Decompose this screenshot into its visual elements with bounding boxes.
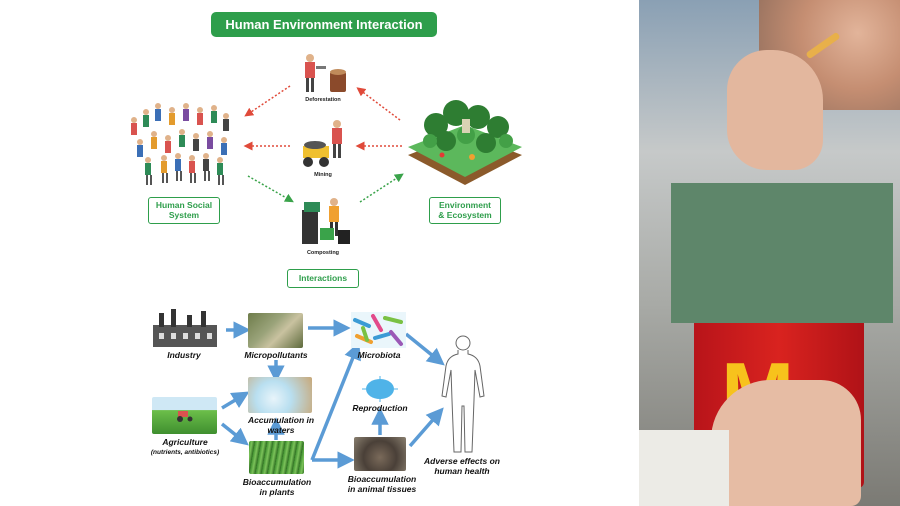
bioaccumulation-animals-image: [354, 437, 406, 471]
mining-icon: [303, 120, 342, 167]
bioaccumulation-animals-label: Bioaccumulation in animal tissues: [347, 474, 417, 494]
agriculture-sub-label: (nutrients, antibiotics): [150, 449, 220, 456]
arrow-human-to-composting: [247, 175, 294, 203]
industry-label: Industry: [167, 350, 201, 360]
arrow-deforestation-to-human: [244, 85, 291, 117]
activity-label-deforestation: Deforestation: [305, 97, 341, 103]
human-body-icon: [441, 335, 485, 453]
micropollutants-image: [248, 313, 303, 348]
photo-hand-top: [727, 50, 823, 170]
accumulation-waters-label: Accumulation in waters: [247, 415, 315, 435]
arrow-composting-to-environment: [359, 173, 404, 203]
bioaccumulation-plants-image: [249, 441, 304, 474]
diagram-title: Human Environment Interaction: [211, 12, 437, 37]
flow-arrows: [220, 319, 445, 469]
redaction-overlay: [671, 183, 893, 323]
composting-icon: [302, 198, 350, 244]
deforestation-icon: [305, 54, 346, 92]
microbiota-icon: [351, 312, 406, 348]
interactions-box: Interactions: [287, 269, 359, 288]
activity-label-composting: Composting: [306, 250, 340, 256]
photo-hand-bottom: [711, 380, 861, 506]
environment-ecosystem-box: Environment & Ecosystem: [429, 197, 501, 224]
people-crowd-icon: [131, 103, 229, 185]
agriculture-label: Agriculture: [162, 437, 208, 447]
accumulation-waters-image: [248, 377, 312, 413]
ecosystem-icon: [408, 100, 522, 185]
human-social-system-box: Human Social System: [148, 197, 220, 224]
microbiota-label: Microbiota: [357, 350, 401, 360]
adverse-effects-label: Adverse effects on human health: [424, 456, 500, 476]
activity-label-mining: Mining: [314, 172, 332, 178]
photo-paper-wrapper: [639, 430, 729, 506]
reproduction-label: Reproduction: [352, 403, 408, 413]
micropollutants-label: Micropollutants: [244, 350, 308, 360]
reproduction-icon: [362, 376, 398, 402]
bioaccumulation-plants-label: Bioaccumulation in plants: [242, 477, 312, 497]
arrow-environment-to-deforestation: [356, 87, 401, 121]
industry-icon: [153, 309, 217, 347]
tractor-icon: [177, 411, 193, 422]
interaction-arrows: [243, 85, 404, 203]
